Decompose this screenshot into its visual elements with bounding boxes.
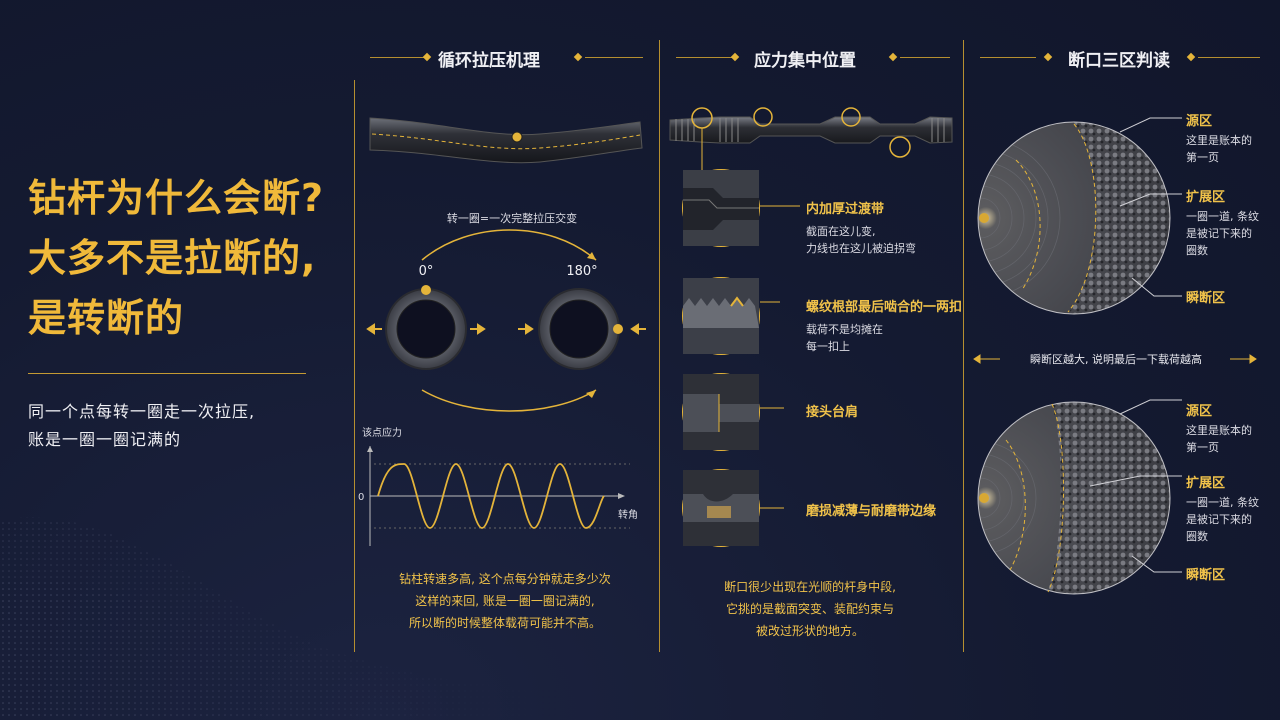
top-instant-zone: 瞬断区 — [1186, 287, 1225, 306]
bent-drill-pipe — [369, 117, 643, 164]
main-title: 钻杆为什么会断? 大多不是拉断的, 是转断的 — [28, 168, 324, 348]
arrowhead — [587, 252, 596, 260]
thumb-upset-transition — [682, 169, 760, 247]
zone-desc: 第一页 — [1186, 151, 1219, 164]
zone-desc: 这里是账本的 — [1186, 134, 1252, 147]
bottom-expand-zone: 扩展区 一圈一道, 条纹 是被记下来的 圈数 — [1186, 472, 1259, 545]
note-arrows — [973, 354, 1257, 364]
zone-label: 瞬断区 — [1186, 291, 1226, 306]
divider-1 — [354, 80, 355, 652]
subtitle-line-1: 同一个点每转一圈走一次拉压, — [28, 402, 256, 421]
zone-label: 扩展区 — [1186, 476, 1226, 491]
thumb-worn-section — [682, 469, 760, 547]
graph-ylabel: 该点应力 — [362, 426, 402, 439]
graph-y-arrow — [367, 446, 373, 452]
tracked-point-marker — [511, 131, 523, 143]
thumb-shoulder — [682, 373, 760, 451]
graph-zero: 0 — [358, 492, 364, 503]
rotation-arrow-top — [421, 229, 597, 261]
stress-item-2: 螺纹根部最后啮合的一两扣 载荷不是均摊在 每一扣上 — [806, 296, 962, 355]
zone-label: 源区 — [1186, 114, 1213, 129]
panel1-title-rule-right — [585, 57, 643, 58]
zone-desc: 这里是账本的 — [1186, 424, 1252, 437]
stress-item-label: 磨损减薄与耐磨带边缘 — [806, 504, 937, 519]
panel1-caption-line: 这样的来回, 账是一圈一圈记满的, — [415, 594, 595, 608]
fracture-surface-bottom — [977, 401, 1171, 595]
force-arrows — [366, 323, 646, 335]
angle-180-label: 180° — [566, 264, 597, 279]
panel3-title-rule-left — [980, 57, 1036, 58]
panel3-title-rule-right — [1198, 57, 1260, 58]
subtitle-line-2: 账是一圈一圈记满的 — [28, 430, 182, 449]
decorative-dot-wave — [0, 517, 560, 720]
panel1-title-rule-left — [370, 57, 426, 58]
panel2-caption-line: 被改过形状的地方。 — [755, 624, 864, 638]
rotation-arrow-bottom — [421, 389, 597, 412]
title-divider — [28, 373, 306, 374]
bottom-instant-zone: 瞬断区 — [1186, 564, 1225, 583]
thumb-thread-root — [682, 277, 760, 355]
panel2-title: 应力集中位置 — [754, 51, 856, 71]
panel2-title-rule-right — [900, 57, 950, 58]
point-0 — [421, 285, 431, 295]
stress-item-3: 接头台肩 — [806, 401, 858, 420]
zone-label: 瞬断区 — [1186, 568, 1226, 583]
pipe-neutral-axis — [371, 133, 641, 150]
graph-x-arrow — [618, 493, 625, 499]
point-180 — [613, 324, 623, 334]
angle-0-label: 0° — [419, 264, 434, 279]
middle-note-text: 瞬断区越大, 说明最后一下载荷越高 — [1030, 353, 1202, 366]
panel2-caption-line: 它挑的是截面突变、装配约束与 — [725, 602, 894, 616]
zone-desc: 是被记下来的 — [1186, 513, 1252, 526]
divider-3 — [963, 40, 964, 652]
instant-zone-note: 瞬断区越大, 说明最后一下载荷越高 — [972, 350, 1258, 368]
divider-2 — [659, 40, 660, 652]
stress-item-desc: 每一扣上 — [806, 340, 850, 353]
zone-desc: 第一页 — [1186, 441, 1219, 454]
bottom-source-zone: 源区 这里是账本的 第一页 — [1186, 400, 1252, 456]
panel1-caption-line: 所以断的时候整体载荷可能并不高。 — [408, 616, 601, 630]
graph-xlabel: 转角 — [618, 508, 638, 521]
title-line-3: 是转断的 — [28, 296, 185, 340]
stress-item-4: 磨损减薄与耐磨带边缘 — [806, 500, 936, 519]
stress-item-label: 螺纹根部最后啮合的一两扣 — [806, 300, 963, 315]
panel2-illustration — [669, 107, 953, 509]
panel3-title: 断口三区判读 — [1068, 51, 1170, 71]
subtitle: 同一个点每转一圈走一次拉压, 账是一圈一圈记满的 — [28, 398, 255, 454]
stress-item-desc: 载荷不是均摊在 — [806, 323, 883, 336]
zone-desc: 一圈一道, 条纹 — [1186, 496, 1259, 509]
zone-desc: 圈数 — [1186, 244, 1208, 257]
stress-item-label: 接头台肩 — [806, 405, 859, 420]
panel2-title-rule-left — [676, 57, 732, 58]
pipe-bore-0 — [396, 299, 456, 359]
top-expand-zone: 扩展区 一圈一道, 条纹 是被记下来的 圈数 — [1186, 186, 1259, 259]
stress-item-desc: 截面在这儿变, — [806, 225, 876, 238]
zone-label: 源区 — [1186, 404, 1213, 419]
zone-desc: 一圈一道, 条纹 — [1186, 210, 1259, 223]
zone-desc: 是被记下来的 — [1186, 227, 1252, 240]
pipe-bore-180 — [549, 299, 609, 359]
panel2-caption: 断口很少出现在光顺的杆身中段, 它挑的是截面突变、装配约束与 被改过形状的地方。 — [660, 576, 960, 642]
stress-curve — [377, 463, 605, 529]
zone-desc: 圈数 — [1186, 530, 1208, 543]
panel1-caption-line: 钻柱转速多高, 这个点每分钟就走多少次 — [399, 572, 611, 586]
panel2-caption-line: 断口很少出现在光顺的杆身中段, — [724, 580, 896, 594]
label-connectors — [760, 205, 800, 509]
rod-threads — [675, 118, 945, 142]
stress-item-1: 内加厚过渡带 截面在这儿变, 力线也在这儿被迫拐弯 — [806, 198, 916, 257]
rotation-label: 转一圈=一次完整拉压交变 — [447, 211, 577, 225]
panel1-illustration: 转一圈=一次完整拉压交变 0° 180° 该点应力 0 转角 — [358, 117, 646, 546]
arrowhead — [586, 390, 596, 398]
title-line-2: 大多不是拉断的, — [28, 236, 317, 280]
panel1-title: 循环拉压机理 — [438, 51, 540, 71]
panel1-caption: 钻柱转速多高, 这个点每分钟就走多少次 这样的来回, 账是一圈一圈记满的, 所以… — [360, 568, 650, 634]
top-source-zone: 源区 这里是账本的 第一页 — [1186, 110, 1252, 166]
title-line-1: 钻杆为什么会断? — [28, 176, 325, 220]
panel3-leaders — [1089, 117, 1182, 573]
stress-item-desc: 力线也在这儿被迫拐弯 — [806, 242, 916, 255]
zone-label: 扩展区 — [1186, 190, 1226, 205]
stress-item-label: 内加厚过渡带 — [806, 202, 885, 217]
fracture-surface-top — [977, 121, 1171, 315]
threaded-rod — [669, 116, 953, 144]
